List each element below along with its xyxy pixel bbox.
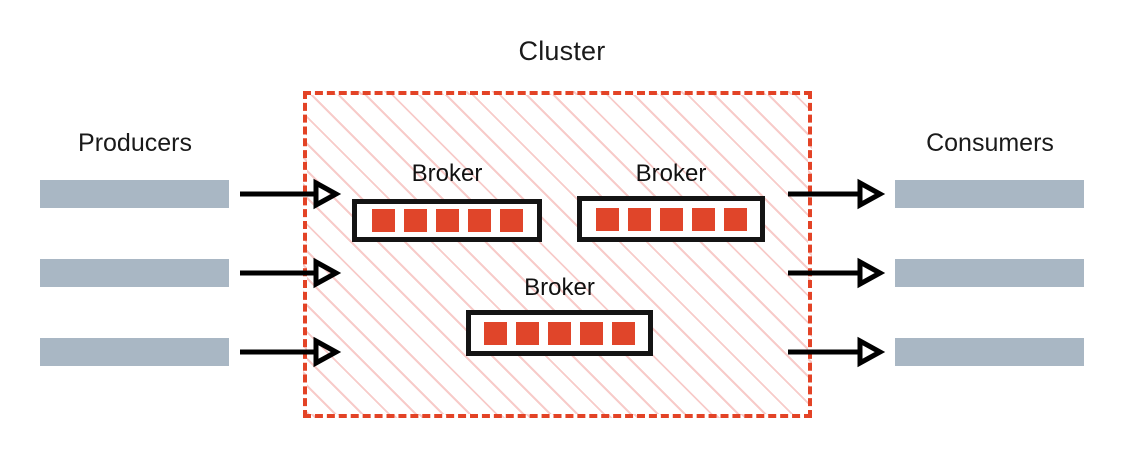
partition-block: [627, 207, 651, 231]
consumer-bar-2: [895, 259, 1084, 287]
consumer-arrow-2: [788, 257, 886, 289]
producer-bar-2: [40, 259, 229, 287]
cluster-title: Cluster: [518, 36, 606, 66]
partition-block: [612, 321, 635, 345]
partition-block: [595, 207, 619, 231]
producer-arrow-3: [240, 336, 342, 368]
partition-block: [516, 321, 539, 345]
partition-block: [691, 207, 715, 231]
consumers-title: Consumers: [926, 129, 1054, 157]
partition-block: [659, 207, 683, 231]
partition-block: [403, 209, 427, 232]
broker-2-box: [577, 196, 765, 242]
broker-1-label: Broker: [411, 160, 483, 187]
producer-arrow-1: [240, 178, 342, 210]
broker-3-label: Broker: [524, 274, 595, 301]
partition-block: [723, 207, 747, 231]
partition-block: [499, 209, 523, 232]
partition-block: [435, 209, 459, 232]
partition-block: [484, 321, 507, 345]
partition-block: [548, 321, 571, 345]
producer-bar-1: [40, 180, 229, 208]
broker-3-box: [466, 310, 653, 356]
consumer-bar-1: [895, 180, 1084, 208]
producers-title: Producers: [78, 129, 192, 157]
partition-block: [580, 321, 603, 345]
partition-block: [371, 209, 395, 232]
partition-block: [467, 209, 491, 232]
consumer-arrow-3: [788, 336, 886, 368]
broker-2-label: Broker: [635, 160, 707, 187]
consumer-arrow-1: [788, 178, 886, 210]
producer-arrow-2: [240, 257, 342, 289]
producer-bar-3: [40, 338, 229, 366]
cluster-boundary: [303, 91, 812, 418]
broker-1-box: [352, 199, 542, 242]
consumer-bar-3: [895, 338, 1084, 366]
